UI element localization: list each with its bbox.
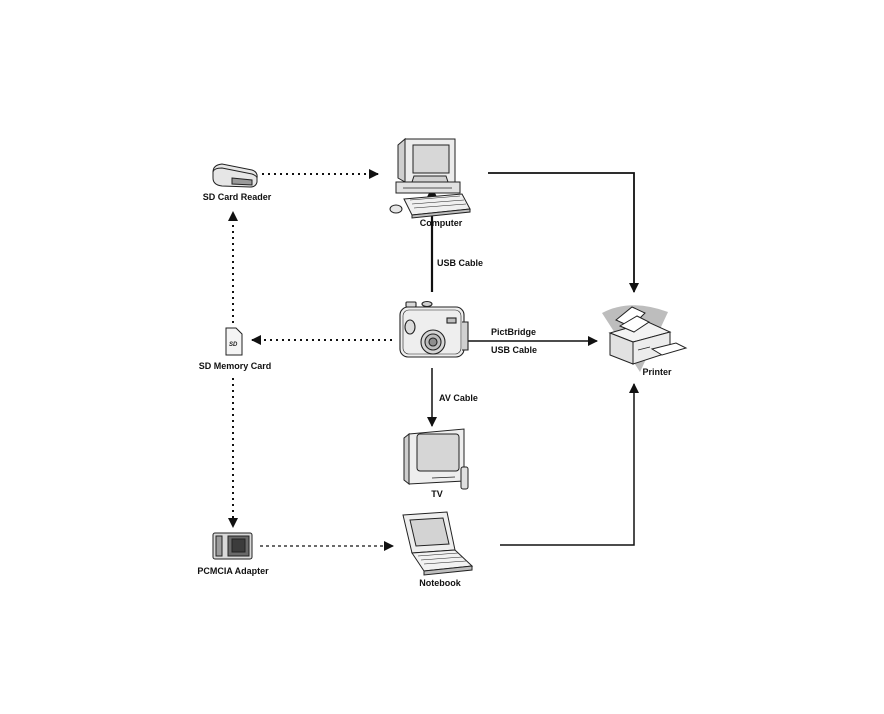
printer-icon bbox=[602, 305, 686, 372]
av-cable-label: AV Cable bbox=[439, 393, 478, 403]
usb-cable-label: USB Cable bbox=[437, 258, 483, 268]
computer-label: Computer bbox=[420, 218, 463, 228]
tv-label: TV bbox=[431, 489, 443, 499]
sd-memory-card-label: SD Memory Card bbox=[199, 361, 272, 371]
usb-cable-printer-label: USB Cable bbox=[491, 345, 537, 355]
computer-icon bbox=[390, 139, 470, 218]
edge-computer-to-printer bbox=[488, 173, 634, 292]
svg-text:SD: SD bbox=[229, 342, 238, 348]
sd-card-reader-icon bbox=[213, 164, 257, 187]
sd-card-reader-label: SD Card Reader bbox=[203, 192, 272, 202]
pcmcia-adapter-label: PCMCIA Adapter bbox=[197, 566, 268, 576]
pictbridge-label: PictBridge bbox=[491, 327, 536, 337]
tv-icon bbox=[404, 429, 468, 489]
pcmcia-adapter-icon bbox=[213, 533, 252, 559]
notebook-label: Notebook bbox=[419, 578, 461, 588]
edge-notebook-to-printer bbox=[500, 384, 634, 545]
printer-label: Printer bbox=[642, 367, 671, 377]
notebook-icon bbox=[403, 512, 472, 575]
sd-memory-card-icon: SD bbox=[226, 328, 242, 355]
camera-icon bbox=[400, 302, 468, 358]
